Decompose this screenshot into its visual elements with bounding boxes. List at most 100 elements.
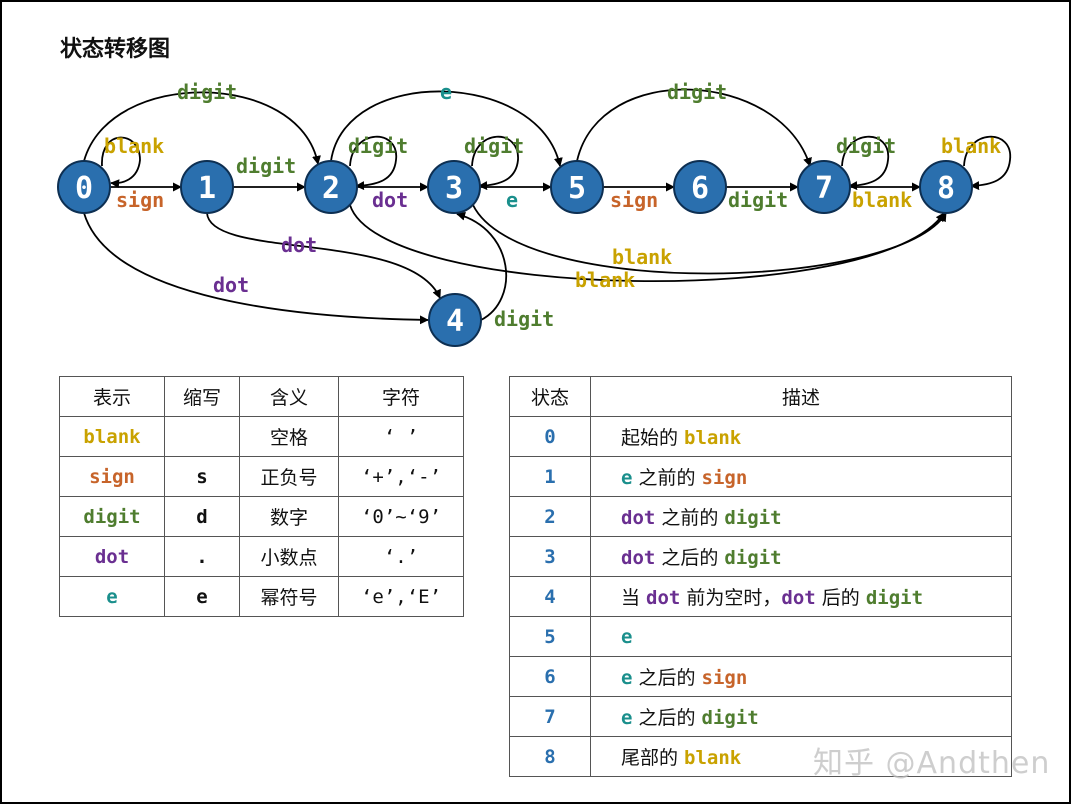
state-node-label-2: 2 (322, 171, 340, 206)
symbol-meaning: 正负号 (239, 456, 339, 497)
token-dot: dot (621, 507, 656, 529)
edge-label-0-to-2: digit (177, 80, 237, 104)
edge-label-1-to-2: digit (236, 154, 296, 178)
edge-label-8-to-8: blank (941, 134, 1001, 158)
edge-label-2-to-2: digit (348, 134, 408, 158)
edge-label-0-to-4: dot (213, 273, 249, 297)
token-dot: dot (646, 587, 681, 609)
token-e: e (621, 667, 633, 689)
state-description: dot 之前的 digit (590, 496, 1012, 537)
symbol-chars: ‘+’,‘-’ (338, 456, 464, 497)
page-title: 状态转移图 (60, 37, 171, 62)
state-node-label-8: 8 (937, 171, 955, 206)
description-text: 之后的 (655, 547, 725, 569)
edge-label-5-to-6: sign (610, 188, 658, 212)
description-text: 之后的 (632, 667, 702, 689)
symbol-meaning: 幂符号 (239, 576, 339, 617)
state-node-0 (57, 160, 111, 214)
symbol-table-header: 字符 (338, 376, 464, 417)
edge-8-to-8 (963, 135, 1011, 191)
edge-2-to-2 (349, 135, 397, 191)
symbol-abbr: e (164, 576, 240, 617)
symbol-meaning: 小数点 (239, 536, 339, 577)
edge-label-2-to-3: dot (372, 188, 408, 212)
edge-label-2-to-8: blank (575, 268, 635, 292)
state-number: 1 (509, 456, 591, 497)
symbol-chars: ‘e’,‘E’ (338, 576, 464, 617)
edge-label-0-to-1: sign (116, 188, 164, 212)
description-text: 之前的 (655, 507, 725, 529)
token-digit: digit (724, 507, 782, 529)
description-text: 起始的 (621, 427, 685, 449)
token-e: e (621, 707, 633, 729)
state-description: e (590, 616, 1012, 657)
edge-label-5-to-7: digit (667, 80, 727, 104)
table-row: dot.小数点‘.’ (59, 536, 464, 577)
symbol-abbr: d (164, 496, 240, 537)
edge-label-3-to-5: e (506, 188, 518, 212)
edge-4-to-3 (456, 211, 508, 321)
edge-label-1-to-4: dot (281, 233, 317, 257)
token-sign: sign (701, 667, 748, 689)
state-node-label-5: 5 (568, 171, 586, 206)
state-node-5 (550, 160, 604, 214)
edge-1-to-4 (206, 212, 441, 299)
token-e: e (621, 625, 633, 648)
token-blank: blank (684, 427, 742, 449)
symbol-meaning: 数字 (239, 496, 339, 537)
edge-label-6-to-7: digit (728, 188, 788, 212)
edge-0-to-4 (83, 212, 429, 325)
edge-label-2-to-5: e (440, 80, 452, 104)
state-description: e 之前的 sign (590, 456, 1012, 497)
state-node-8 (919, 160, 973, 214)
symbol-table-header: 含义 (239, 376, 339, 417)
state-description: 尾部的 blank (590, 736, 1012, 777)
token-blank: blank (684, 747, 742, 769)
symbol-name: blank (59, 416, 165, 457)
state-number: 3 (509, 536, 591, 577)
symbol-abbr: s (164, 456, 240, 497)
state-node-label-0: 0 (75, 171, 93, 206)
state-number: 8 (509, 736, 591, 777)
symbol-abbr: . (164, 536, 240, 577)
edge-label-7-to-7: digit (836, 134, 896, 158)
symbol-name: dot (59, 536, 165, 577)
state-node-1 (180, 160, 234, 214)
state-node-3 (427, 160, 481, 214)
description-text: 前为空时， (680, 587, 782, 609)
edge-2-to-8 (349, 204, 945, 283)
state-number: 4 (509, 576, 591, 617)
symbol-name: e (59, 576, 165, 617)
symbol-meaning: 空格 (239, 416, 339, 457)
symbol-name: sign (59, 456, 165, 497)
state-node-6 (673, 160, 727, 214)
state-description: 当 dot 前为空时，dot 后的 digit (590, 576, 1012, 617)
symbol-abbr (164, 416, 240, 457)
watermark: 知乎 @Andthen (813, 746, 1051, 781)
state-node-label-3: 3 (445, 171, 463, 206)
edge-5-to-7 (576, 88, 812, 167)
edge-label-0-to-0: blank (104, 134, 164, 158)
state-node-2 (304, 160, 358, 214)
token-digit: digit (701, 707, 759, 729)
state-number: 2 (509, 496, 591, 537)
state-number: 7 (509, 696, 591, 737)
token-digit: digit (865, 587, 924, 609)
description-text: 之前的 (632, 467, 702, 489)
edge-2-to-5 (330, 90, 563, 167)
state-number: 6 (509, 656, 591, 697)
state-node-label-6: 6 (691, 171, 709, 206)
description-text: 尾部的 (621, 747, 685, 769)
